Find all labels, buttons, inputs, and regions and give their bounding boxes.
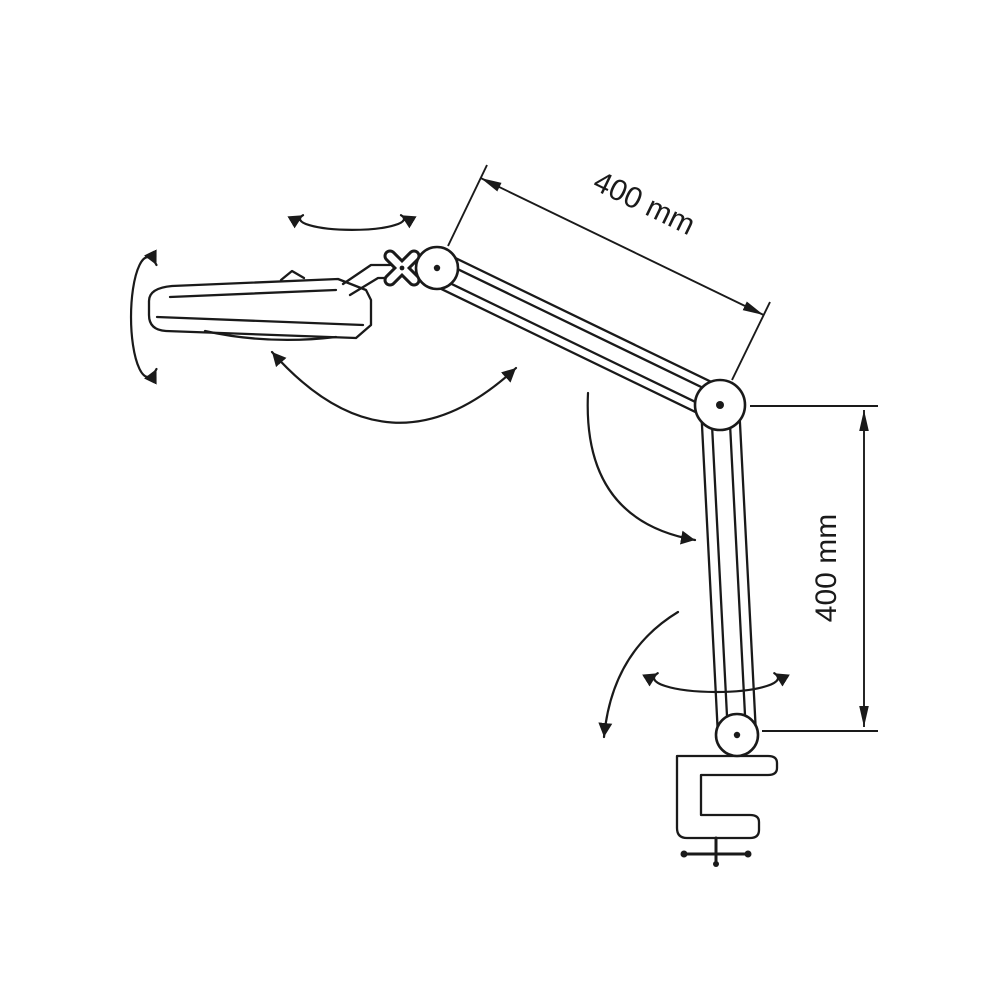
arm-swing-arrow bbox=[270, 350, 518, 424]
dimension-label-upper: 400 mm bbox=[588, 165, 700, 242]
lamp-head-clip bbox=[279, 269, 306, 282]
screw-end-ball bbox=[713, 861, 719, 867]
upper-arm-bar-line bbox=[432, 274, 718, 414]
handle-ball bbox=[744, 850, 752, 858]
table-clamp bbox=[675, 754, 779, 867]
base-joint-pin bbox=[733, 731, 741, 739]
dimension-label-lower: 400 mm bbox=[810, 514, 843, 622]
dimension-lower-arm: 400 mm bbox=[750, 405, 878, 732]
upper-arm-bar-line bbox=[443, 251, 729, 391]
dimension-upper-arm: 400 mm bbox=[447, 164, 771, 381]
lower-arm-bar-line bbox=[727, 403, 748, 736]
lamp-head-under-curve bbox=[203, 329, 338, 342]
base-joint bbox=[714, 712, 760, 758]
head-bracket bbox=[341, 263, 392, 286]
handle-ball bbox=[680, 850, 688, 858]
lamp-head bbox=[147, 263, 394, 342]
top-joint bbox=[414, 245, 460, 291]
upper-arm bbox=[428, 251, 729, 422]
lower-arm-bar-line bbox=[737, 402, 758, 736]
lamp-head-lens-line bbox=[155, 315, 365, 327]
extension-line bbox=[447, 164, 488, 247]
base-spin-arrows bbox=[642, 672, 790, 694]
head-tilt-arrows bbox=[129, 249, 158, 385]
head-adjust-knob bbox=[383, 249, 421, 287]
upper-arm-bar-line bbox=[439, 259, 725, 399]
upper-arm-bar-line bbox=[428, 282, 714, 422]
elbow-joint bbox=[693, 378, 747, 432]
head-spin-arrows bbox=[287, 214, 417, 231]
knob-center-dot bbox=[399, 265, 405, 271]
lower-arm bbox=[699, 402, 758, 738]
lower-arm-bar-line bbox=[709, 404, 730, 737]
elbow-rotation-arrow bbox=[586, 391, 697, 545]
lamp-head-top-line bbox=[168, 288, 338, 299]
lamp-head-outline bbox=[147, 277, 373, 340]
base-rotation-arrow bbox=[598, 610, 680, 739]
elbow-joint-pin bbox=[716, 401, 724, 409]
clamp-body bbox=[675, 754, 779, 840]
extension-line bbox=[731, 301, 771, 381]
top-joint-pin bbox=[433, 264, 441, 272]
dimension-line bbox=[480, 177, 765, 316]
lower-arm-bar-line bbox=[699, 404, 720, 738]
